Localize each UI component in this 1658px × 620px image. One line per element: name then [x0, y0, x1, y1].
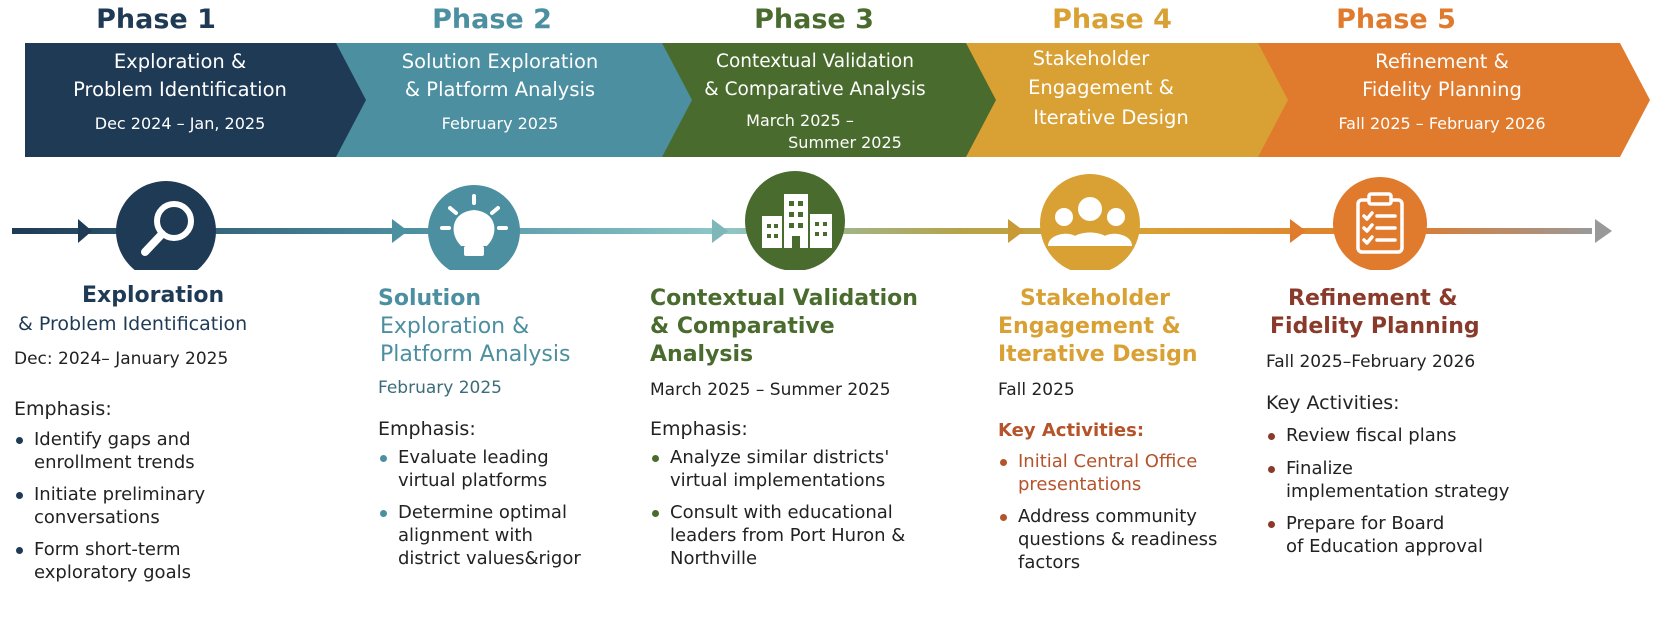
- phase-2-banner-title-1: Solution Exploration: [401, 50, 599, 73]
- arrowhead-2: [392, 219, 408, 243]
- phase-4-heading: Key Activities:: [998, 420, 1145, 441]
- phase-4-banner: Stakeholder Engagement & Iterative Desig…: [966, 45, 1256, 133]
- phase-4-date: Fall 2025: [998, 380, 1075, 400]
- phase-1-banner-title-1: Exploration &: [113, 50, 247, 73]
- phase-4-chevron: [938, 43, 1288, 157]
- phase-2-banner: Solution Exploration & Platform Analysis…: [350, 48, 650, 135]
- timeline-graphic: [12, 43, 1650, 270]
- phase-2-date: February 2025: [378, 378, 502, 398]
- phase-1-chevron: [25, 43, 366, 157]
- phase-1-banner-title-2: Problem Identification: [73, 78, 287, 101]
- phase-1-label: Phase 1: [96, 4, 216, 35]
- phase-5-label: Phase 5: [1336, 4, 1456, 35]
- phase-4-banner-title-3: Iterative Design: [1033, 106, 1189, 129]
- phase-3-banner-title-2: & Comparative Analysis: [704, 79, 926, 100]
- people-icon: [1048, 197, 1132, 246]
- phase-2-banner-title-2: & Platform Analysis: [404, 78, 596, 101]
- phase-5-title-1: Refinement &: [1288, 286, 1458, 311]
- phase-2-banner-date: February 2025: [441, 114, 559, 133]
- phase-3-banner-date-2: Summer 2025: [788, 133, 902, 152]
- phase-5-banner-title-1: Refinement &: [1375, 50, 1509, 73]
- phase-4-banner-title-2: Engagement &: [1028, 76, 1174, 99]
- phase-1-detail: Exploration & Problem Identification Dec…: [14, 282, 344, 584]
- phase-2-title-2: Exploration &: [380, 314, 530, 339]
- phase-3-title-3: Analysis: [650, 342, 754, 367]
- phase-3-banner-date-1: March 2025 –: [746, 111, 854, 130]
- list-item: Review fiscal plans: [1266, 424, 1646, 447]
- phase-2-label: Phase 2: [432, 4, 552, 35]
- phase-2-detail: Solution Exploration & Platform Analysis…: [378, 282, 648, 570]
- phase-3-heading: Emphasis:: [650, 418, 748, 440]
- phase-5-heading: Key Activities:: [1266, 392, 1400, 414]
- phase-3-list: Analyze similar districts'virtual implem…: [650, 446, 980, 570]
- phase-1-title-2: & Problem Identification: [18, 313, 248, 335]
- buildings-icon: [762, 194, 832, 248]
- phase-2-chevron: [308, 43, 692, 157]
- end-arrowhead: [1595, 219, 1612, 243]
- phase-5-title-2: Fidelity Planning: [1270, 314, 1480, 339]
- phase-5-date: Fall 2025–February 2026: [1266, 352, 1476, 372]
- phase-3-title-2: & Comparative: [650, 314, 835, 339]
- magnifier-icon: [141, 201, 194, 256]
- list-item: Analyze similar districts'virtual implem…: [650, 446, 980, 492]
- phase-4-title-2: Engagement &: [998, 314, 1181, 339]
- phase-5-banner: Refinement & Fidelity Planning Fall 2025…: [1262, 48, 1622, 135]
- phase-4-label: Phase 4: [1052, 4, 1172, 35]
- phase-1-banner-date: Dec 2024 – Jan, 2025: [94, 114, 266, 133]
- phase-2-heading: Emphasis:: [378, 418, 476, 440]
- phase-5-banner-date: Fall 2025 – February 2026: [1338, 114, 1546, 133]
- arrowhead-5: [1290, 219, 1306, 243]
- phase-1-date: Dec: 2024– January 2025: [14, 349, 229, 369]
- phase-3-label: Phase 3: [754, 4, 874, 35]
- phase-1-banner: Exploration & Problem Identification Dec…: [30, 48, 330, 135]
- phase-2-title-1: Solution: [378, 286, 481, 311]
- phase-3-chevron: [634, 43, 996, 157]
- phase-2-title-3: Platform Analysis: [380, 342, 571, 367]
- phase-3-date: March 2025 – Summer 2025: [650, 380, 891, 400]
- phase-1-title-1: Exploration: [82, 283, 225, 308]
- arrowhead-3: [712, 219, 728, 243]
- clipboard-checklist-icon: [1356, 192, 1404, 254]
- phase-3-banner-title-1: Contextual Validation: [716, 51, 914, 72]
- phase-1-heading: Emphasis:: [14, 398, 112, 420]
- phase-5-banner-title-2: Fidelity Planning: [1362, 78, 1522, 101]
- arrowhead-4: [1008, 219, 1024, 243]
- phase-3-detail: Contextual Validation & Comparative Anal…: [650, 282, 980, 570]
- phase-3-title-1: Contextual Validation: [650, 286, 918, 311]
- phase-4-title-3: Iterative Design: [998, 342, 1198, 367]
- phase-4-title-1: Stakeholder: [1020, 286, 1171, 311]
- start-arrowhead: [78, 219, 92, 243]
- phase-4-banner-title-1: Stakeholder: [1032, 47, 1150, 70]
- phase-5-detail: Refinement & Fidelity Planning Fall 2025…: [1266, 282, 1646, 558]
- phase-5-chevron: [1230, 43, 1650, 157]
- phase-4-detail: Stakeholder Engagement & Iterative Desig…: [998, 282, 1268, 574]
- phase-3-banner: Contextual Validation & Comparative Anal…: [660, 48, 970, 154]
- lightbulb-icon: [440, 194, 508, 256]
